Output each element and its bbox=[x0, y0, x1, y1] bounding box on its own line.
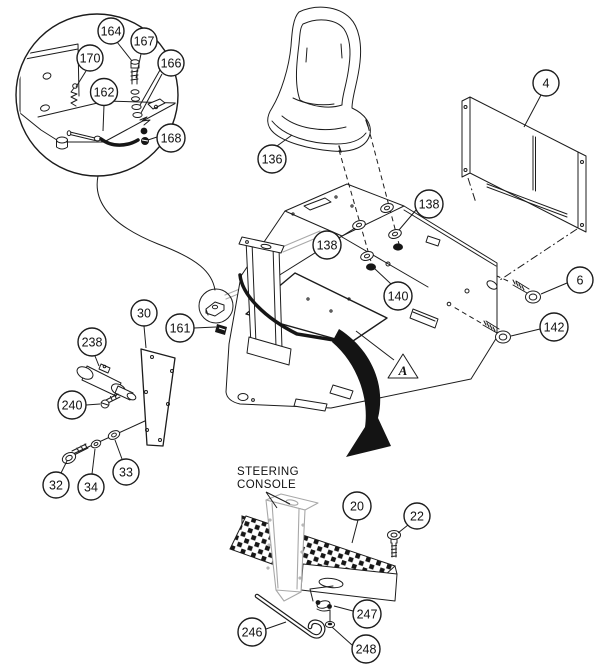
washer-stack-illustration bbox=[130, 89, 143, 118]
callout-161: 161 bbox=[165, 313, 217, 343]
view-marker-triangle: A bbox=[355, 330, 419, 379]
callout-138-right: 138 bbox=[398, 189, 444, 231]
callout-167: 167 bbox=[130, 27, 158, 79]
callout-34: 34 bbox=[77, 448, 105, 501]
cable-in-frame-illustration bbox=[238, 273, 342, 343]
callout-4: 4 bbox=[523, 69, 560, 128]
callout-label: 6 bbox=[577, 274, 584, 288]
callout-label: 168 bbox=[161, 132, 182, 146]
callout-164: 164 bbox=[97, 17, 133, 62]
callout-22: 22 bbox=[397, 502, 431, 534]
callout-20: 20 bbox=[342, 491, 372, 544]
bolt-142-illustration bbox=[451, 305, 511, 344]
callouts-layer: 164 167 170 166 162 168 136 4 bbox=[42, 17, 594, 664]
callout-140: 140 bbox=[373, 267, 413, 311]
chassis-frame-illustration bbox=[225, 183, 498, 412]
bolt-32-hardware-illustration bbox=[61, 430, 121, 465]
callout-label: 33 bbox=[119, 466, 133, 480]
spring-illustration bbox=[70, 83, 78, 107]
bushing-illustration bbox=[56, 136, 68, 150]
callout-label: 162 bbox=[94, 86, 115, 100]
callout-32: 32 bbox=[42, 460, 70, 499]
seat-mounting-hardware bbox=[338, 125, 403, 271]
callout-6: 6 bbox=[540, 266, 594, 295]
inset-tail-curve bbox=[96, 175, 216, 291]
steering-console-label: STEERING CONSOLE bbox=[237, 466, 299, 509]
deck-cutout bbox=[303, 197, 332, 211]
callout-166: 166 bbox=[139, 49, 185, 114]
bolt-22-illustration bbox=[387, 530, 401, 558]
callout-label: 4 bbox=[543, 77, 550, 91]
callout-170: 170 bbox=[75, 44, 104, 88]
callout-label: 164 bbox=[101, 25, 122, 39]
callout-168: 168 bbox=[147, 123, 186, 153]
nuts-illustration bbox=[140, 127, 149, 145]
clamp-247-illustration bbox=[309, 585, 334, 622]
callout-138-left: 138 bbox=[312, 227, 356, 260]
callout-label: 161 bbox=[170, 322, 191, 336]
cable-illustration bbox=[66, 130, 140, 147]
callout-240: 240 bbox=[57, 390, 101, 420]
callout-label: 170 bbox=[80, 52, 101, 66]
inset-circle bbox=[15, 13, 179, 177]
callout-label: 166 bbox=[161, 57, 182, 71]
nut-248-illustration bbox=[324, 621, 336, 628]
seat-studs bbox=[338, 119, 369, 153]
callout-label: 240 bbox=[62, 399, 83, 413]
callout-label: 30 bbox=[137, 307, 151, 321]
bolt-illustration bbox=[130, 59, 140, 85]
bolt-6-illustration bbox=[496, 275, 541, 304]
callout-label: 142 bbox=[544, 321, 565, 335]
horn-illustration bbox=[76, 363, 137, 401]
callout-33: 33 bbox=[112, 439, 140, 486]
inset-contents bbox=[19, 43, 176, 150]
callout-247: 247 bbox=[333, 599, 382, 629]
callout-label: 32 bbox=[49, 479, 63, 493]
steering-console-label-line1: STEERING bbox=[237, 466, 299, 478]
clip-nut-illustration bbox=[215, 324, 227, 335]
callout-label: 246 bbox=[242, 626, 263, 640]
console-tower-illustration bbox=[238, 230, 322, 366]
callout-label: 34 bbox=[84, 481, 98, 495]
anchor-bracket-illustration bbox=[147, 98, 166, 110]
z-clip-illustration bbox=[139, 116, 151, 126]
callout-label: 167 bbox=[134, 35, 155, 49]
callout-30: 30 bbox=[130, 299, 158, 349]
rod-246-illustration bbox=[254, 593, 326, 639]
panel-alignment-lines bbox=[467, 177, 578, 281]
callout-238: 238 bbox=[77, 327, 107, 367]
bracket-wall-illustration bbox=[19, 43, 176, 143]
callout-246: 246 bbox=[237, 617, 287, 647]
rear-panel-illustration bbox=[461, 96, 587, 281]
callout-142: 142 bbox=[510, 312, 569, 342]
callout-label: 238 bbox=[82, 336, 103, 350]
screw-240-illustration bbox=[100, 393, 121, 409]
callout-label: 22 bbox=[410, 510, 424, 524]
seat-illustration bbox=[267, 6, 371, 153]
callout-label: 247 bbox=[357, 608, 378, 622]
callout-label: 136 bbox=[262, 153, 283, 167]
callout-label: 248 bbox=[356, 643, 377, 657]
callout-label: 138 bbox=[317, 239, 338, 253]
flow-arrow bbox=[332, 329, 391, 457]
view-marker-label: A bbox=[398, 363, 408, 378]
callout-248: 248 bbox=[331, 626, 381, 664]
steering-console-label-line2: CONSOLE bbox=[237, 479, 296, 491]
callout-136: 136 bbox=[257, 134, 293, 174]
detail-inset bbox=[15, 13, 216, 291]
callout-label: 138 bbox=[419, 198, 440, 212]
callout-label: 20 bbox=[350, 500, 364, 514]
callout-label: 140 bbox=[388, 290, 409, 304]
callout-162: 162 bbox=[89, 77, 119, 132]
side-panel-illustration bbox=[61, 348, 176, 460]
